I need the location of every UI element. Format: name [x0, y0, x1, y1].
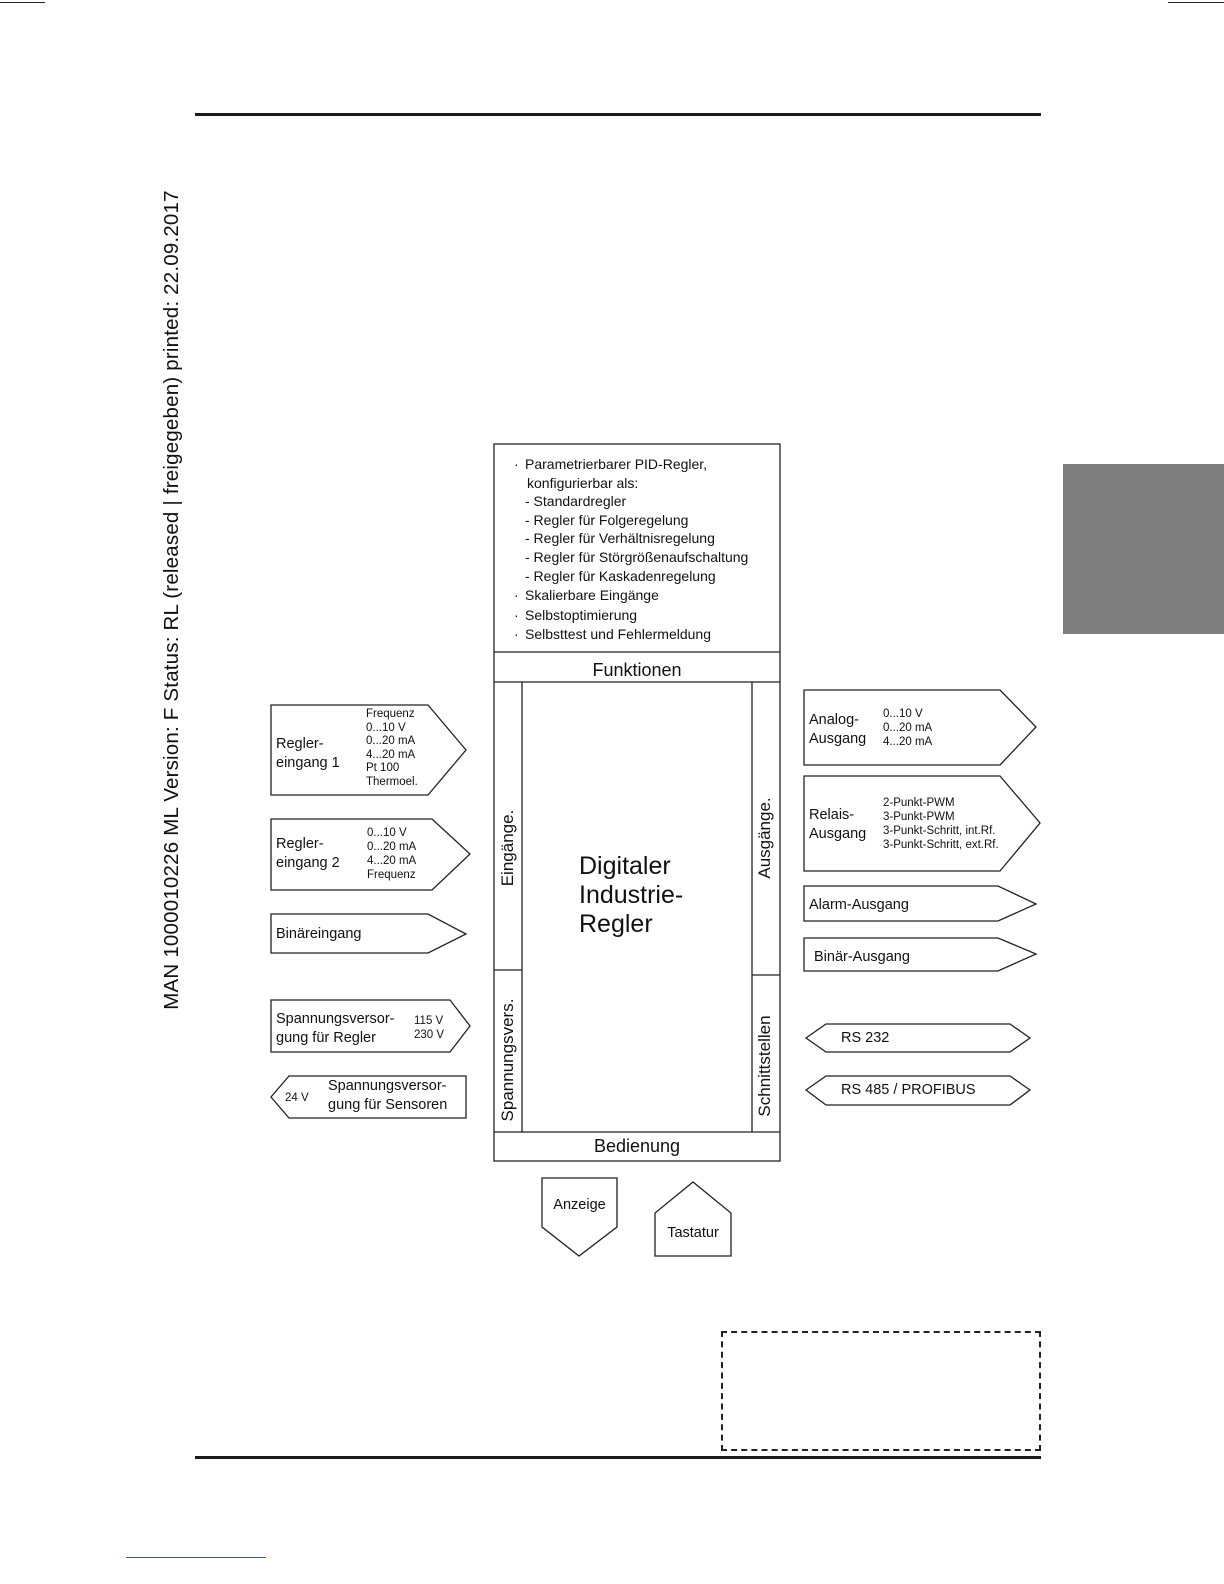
- input-arrow-binaer: [270, 913, 468, 954]
- dashed-placeholder-box: [721, 1331, 1041, 1451]
- function-item: konfigurierbar als:: [527, 474, 639, 491]
- function-item: - Regler für Verhältnisregelung: [525, 530, 715, 547]
- function-item: ·Parametrierbarer PID-Regler,: [514, 456, 708, 472]
- footer-link-line: [126, 1557, 266, 1558]
- output-arrow-alarm: [803, 885, 1038, 922]
- power-sensor-signal: 24 V: [285, 1092, 309, 1104]
- function-item: - Standardregler: [525, 493, 627, 510]
- schnittstellen-label: Schnittstellen: [755, 1015, 774, 1117]
- center-title-line: Regler: [579, 910, 653, 938]
- funktionen-label: Funktionen: [592, 660, 682, 680]
- rs485-label: RS 485 / PROFIBUS: [841, 1082, 976, 1098]
- spannungsvers-label: Spannungsvers.: [498, 998, 517, 1122]
- crop-mark-left: [0, 2, 45, 3]
- functions-list: ·Parametrierbarer PID-Regler, konfigurie…: [514, 455, 776, 644]
- regler2-signals: 0...10 V 0...20 mA 4...20 mA Frequenz: [367, 827, 417, 881]
- input-arrow-regler1: [270, 704, 467, 796]
- footer-rule: [195, 1456, 1041, 1459]
- output-arrow-analog: [803, 689, 1037, 766]
- output-arrow-relais: [803, 775, 1041, 872]
- anzeige-shape: [541, 1177, 618, 1257]
- input-arrow-power-regler: [270, 999, 471, 1053]
- tastatur-shape: [654, 1181, 732, 1257]
- function-item: - Regler für Störgrößenaufschaltung: [525, 548, 749, 565]
- header-rule: [195, 113, 1041, 116]
- ausgaenge-label: Ausgänge.: [755, 797, 774, 879]
- regler1-signals: Frequenz 0...10 V 0...20 mA 4...20 mA Pt…: [366, 708, 418, 788]
- anzeige-label: Anzeige: [553, 1197, 606, 1213]
- bedienung-label: Bedienung: [593, 1136, 681, 1156]
- center-title: Digitaler Industrie- Regler: [579, 852, 683, 939]
- function-item: - Regler für Kaskadenregelung: [525, 567, 716, 584]
- functions-box: [493, 443, 781, 1162]
- output-arrow-binaer: [803, 937, 1038, 972]
- power-regler-signals: 115 V 230 V: [414, 1015, 445, 1041]
- alarm-ausgang-label: Alarm-Ausgang: [809, 897, 909, 913]
- input-arrow-power-sensor: [270, 1075, 467, 1119]
- rs232-label: RS 232: [841, 1030, 890, 1046]
- input-arrow-regler2: [270, 818, 471, 891]
- analog-signals: 0...10 V 0...20 mA 4...20 mA: [883, 708, 933, 748]
- binaer-ausgang-label: Binär-Ausgang: [814, 949, 910, 965]
- power-sensor-name: Spannungsversor- gung für Sensoren: [328, 1078, 448, 1113]
- binaereingang-label: Binäreingang: [276, 926, 362, 942]
- center-title-line: Digitaler: [579, 852, 671, 880]
- output-arrow-rs485: [804, 1075, 1032, 1106]
- analog-name: Analog- Ausgang: [809, 712, 867, 747]
- eingaenge-label: Eingänge.: [498, 809, 517, 887]
- power-regler-name: Spannungsversor- gung für Regler: [276, 1011, 395, 1046]
- regler2-name: Regler- eingang 2: [276, 836, 340, 871]
- output-arrow-rs232: [804, 1023, 1032, 1053]
- relais-name: Relais- Ausgang: [809, 807, 867, 842]
- tastatur-label: Tastatur: [667, 1225, 719, 1241]
- chapter-tab: [1063, 464, 1224, 634]
- crop-mark-right: [1168, 2, 1224, 3]
- function-item: ·Skalierbare Eingänge: [514, 587, 659, 604]
- relais-signals: 2-Punkt-PWM 3-Punkt-PWM 3-Punkt-Schritt,…: [883, 797, 999, 851]
- function-item: ·Selbsttest und Fehlermeldung: [514, 626, 711, 643]
- regler1-name: Regler- eingang 1: [276, 736, 340, 771]
- function-item: ·Selbstoptimierung: [514, 606, 638, 623]
- center-title-line: Industrie-: [579, 881, 684, 909]
- function-item: - Regler für Folgeregelung: [525, 511, 689, 528]
